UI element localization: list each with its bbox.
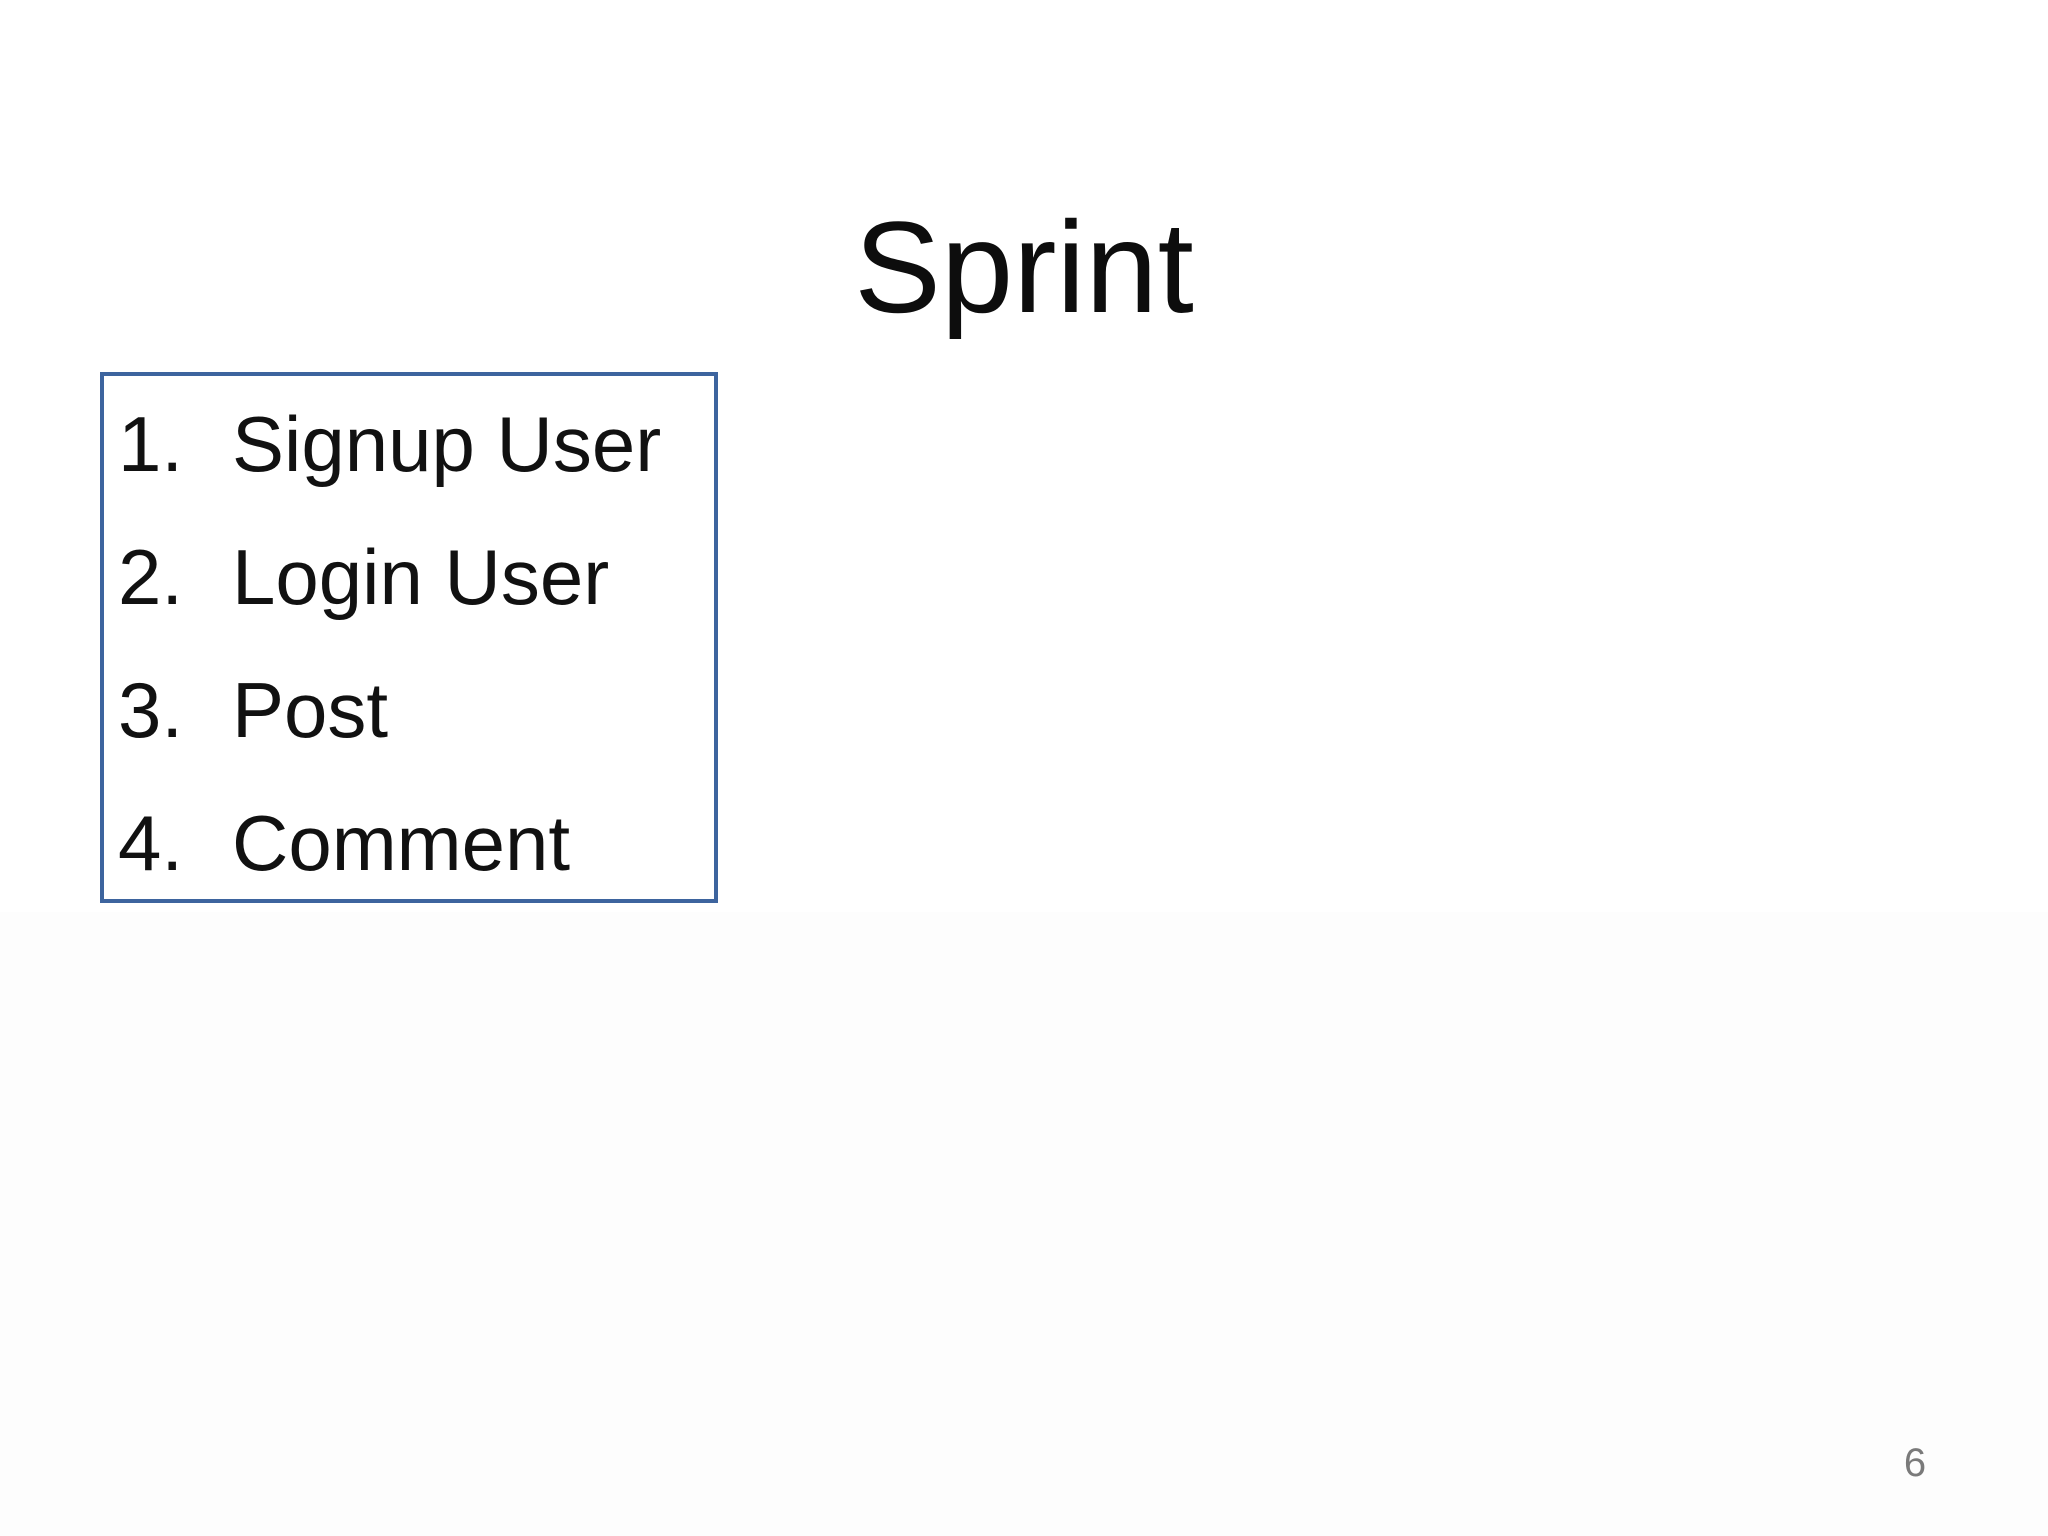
list-item-number: 4. <box>118 799 184 887</box>
slide-page-number: 6 <box>1903 1441 1927 1485</box>
slide-title: Sprint <box>854 194 1194 341</box>
list-item-number: 2. <box>118 533 184 621</box>
list-item-label: Signup User <box>232 400 662 488</box>
list-item-number: 3. <box>118 666 184 754</box>
slide-lower-tint <box>0 912 2048 1536</box>
sprint-items-list: 1. Signup User 2. Login User 3. Post 4. … <box>104 376 714 910</box>
sprint-items-box: 1. Signup User 2. Login User 3. Post 4. … <box>100 372 718 903</box>
list-item-label: Post <box>232 666 389 754</box>
sprint-list-item: 3. Post <box>104 644 714 777</box>
list-item-label: Login User <box>232 533 610 621</box>
sprint-list-item: 2. Login User <box>104 511 714 644</box>
sprint-list-item: 4. Comment <box>104 777 714 910</box>
sprint-list-item: 1. Signup User <box>104 378 714 511</box>
list-item-number: 1. <box>118 400 184 488</box>
list-item-label: Comment <box>232 799 571 887</box>
